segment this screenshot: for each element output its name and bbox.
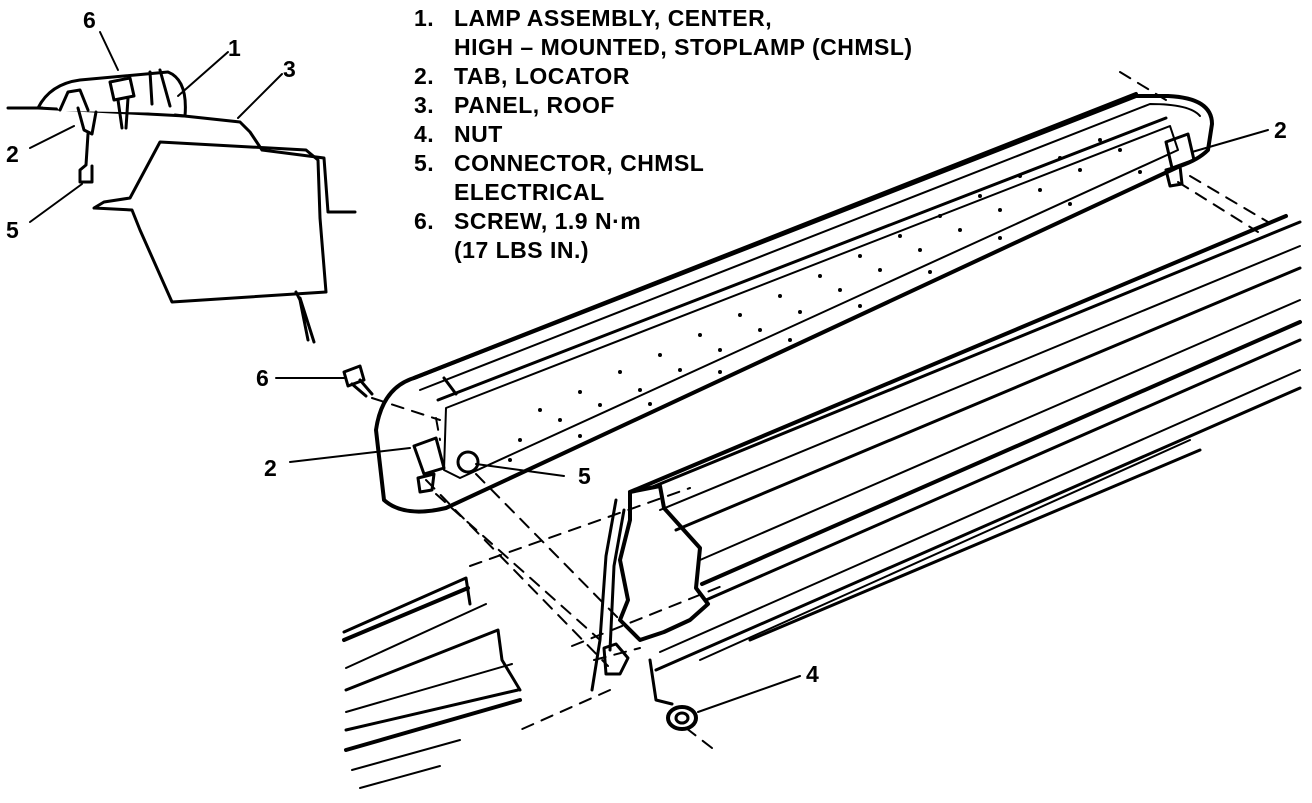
legend-item-6-cont: (17 LBS IN.)	[414, 236, 913, 265]
roof-panel	[590, 214, 1302, 706]
legend-text: PANEL, ROOF	[454, 92, 615, 118]
legend-text: SCREW, 1.9 N·m	[454, 208, 642, 234]
legend-item-5: 5. CONNECTOR, CHMSL	[414, 149, 913, 178]
screw-main	[342, 364, 374, 398]
legend-text: HIGH – MOUNTED, STOPLAMP (CHMSL)	[454, 34, 913, 60]
legend-number: 3.	[414, 92, 435, 118]
callout-inset-tab: 2	[6, 141, 19, 167]
legend-item-2: 2. TAB, LOCATOR	[414, 62, 913, 91]
legend-item-1: 1. LAMP ASSEMBLY, CENTER,	[414, 4, 913, 33]
legend-text: NUT	[454, 121, 503, 147]
legend-number: 2.	[414, 63, 435, 89]
legend-text: (17 LBS IN.)	[454, 237, 590, 263]
legend-number: 1.	[414, 5, 435, 31]
legend-item-6: 6. SCREW, 1.9 N·m	[414, 207, 913, 236]
callout-inset-connector: 5	[6, 217, 19, 243]
callout-inset-lamp: 1	[228, 35, 241, 61]
legend-number: 5.	[414, 150, 435, 176]
legend-text: ELECTRICAL	[454, 179, 605, 205]
roof-panel-lower	[342, 576, 522, 789]
nut-main	[666, 705, 698, 731]
alignment-lines	[371, 71, 1269, 749]
lens-texture	[508, 138, 1142, 462]
callout-main-screw: 6	[256, 365, 269, 391]
legend-text: TAB, LOCATOR	[454, 63, 630, 89]
legend-item-5-cont: ELECTRICAL	[414, 178, 913, 207]
lamp-assembly	[374, 92, 1214, 514]
legend-text: CONNECTOR, CHMSL	[454, 150, 705, 176]
inset-detail	[6, 31, 357, 344]
callout-inset-roof: 3	[283, 56, 296, 82]
callout-leaders	[275, 129, 1269, 713]
callout-main-tab-right: 2	[1274, 117, 1287, 143]
legend-number: 4.	[414, 121, 435, 147]
legend-item-4: 4. NUT	[414, 120, 913, 149]
legend-text: LAMP ASSEMBLY, CENTER,	[454, 5, 773, 31]
callout-main-tab-left: 2	[264, 455, 277, 481]
parts-legend: 1. LAMP ASSEMBLY, CENTER, HIGH – MOUNTED…	[414, 4, 913, 265]
legend-item-3: 3. PANEL, ROOF	[414, 91, 913, 120]
callout-inset-screw: 6	[83, 7, 96, 33]
callout-main-nut: 4	[806, 661, 819, 687]
legend-number: 6.	[414, 208, 435, 234]
callout-main-connector: 5	[578, 463, 591, 489]
legend-item-1-cont: HIGH – MOUNTED, STOPLAMP (CHMSL)	[414, 33, 913, 62]
